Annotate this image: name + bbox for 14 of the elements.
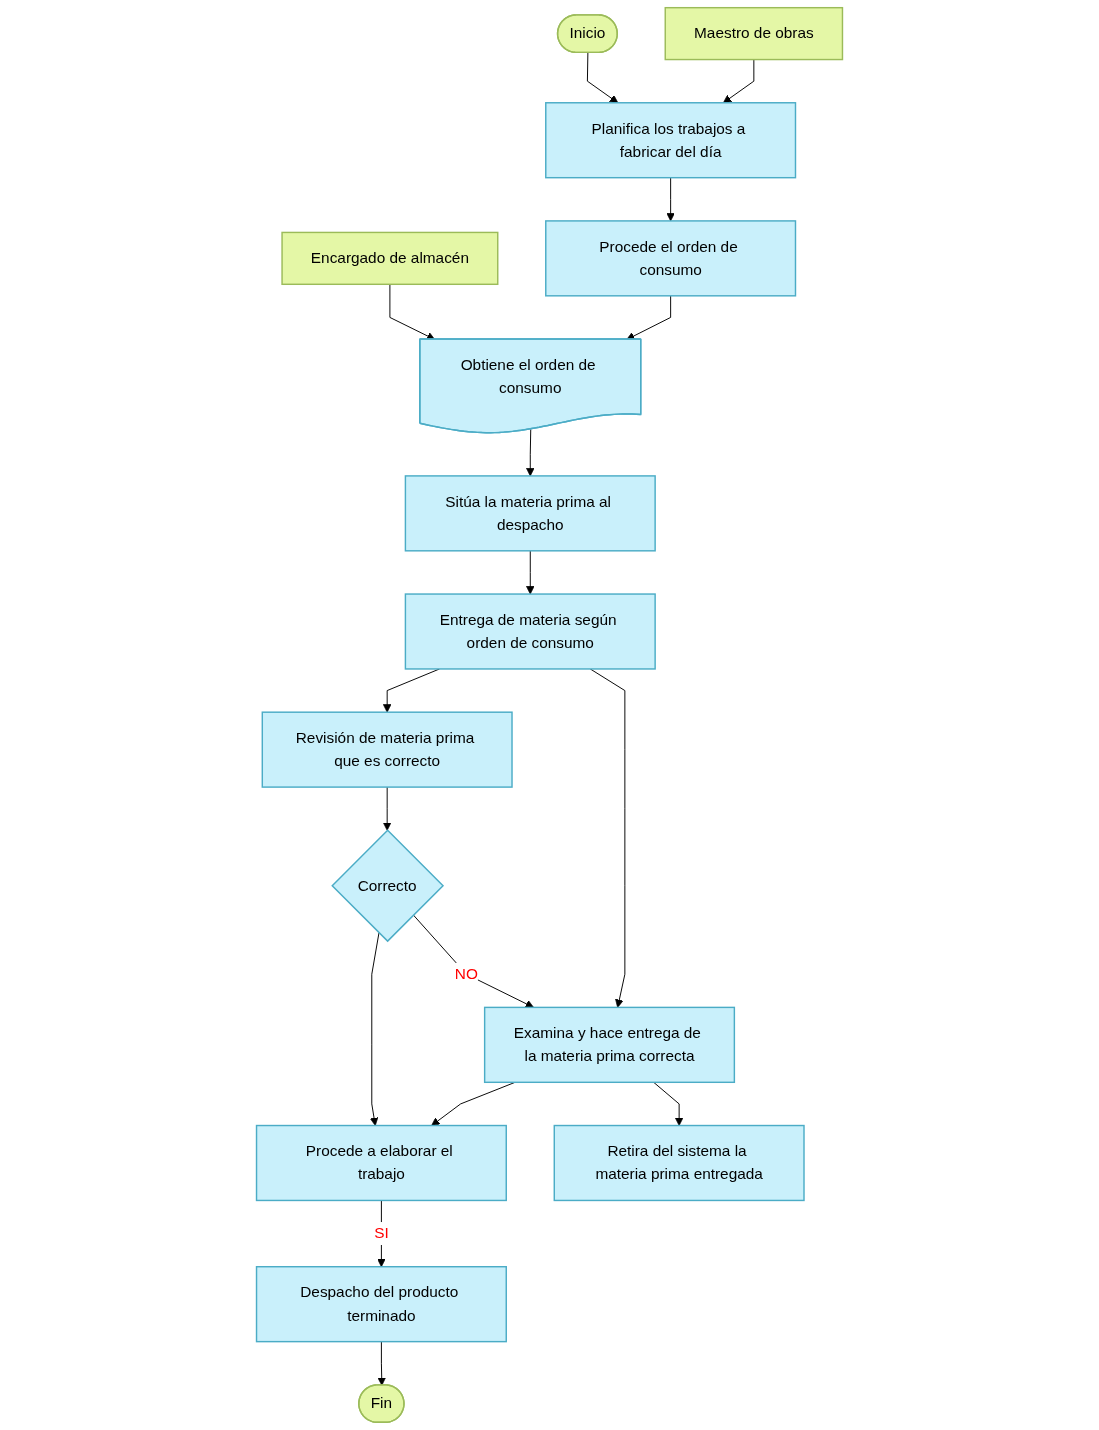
node-box: Procede a elaborar el trabajo	[255, 1124, 507, 1202]
node-box: Examina y hace entrega de la materia prima correcta	[483, 1006, 736, 1084]
node-box: Maestro de obras	[664, 6, 844, 61]
node-diamond: Correcto	[331, 829, 445, 943]
edge-label: NO	[454, 965, 478, 982]
node-box: Retira del sistema la materia prima entregada	[553, 1124, 805, 1202]
edge-label: SI	[374, 1224, 389, 1242]
node-box: Despacho del producto terminado	[255, 1266, 507, 1343]
node-box: Revisión de materia prima que es correcto	[261, 711, 513, 788]
node-box: Encargado de almacén	[281, 231, 499, 286]
node-box: Sitúa la materia prima al despacho	[404, 475, 656, 552]
node-box: Procede el orden de consumo	[545, 220, 797, 297]
node-box: Entrega de materia según orden de consumo	[404, 593, 656, 670]
node-box: Planifica los trabajos a fabricar del día	[545, 102, 797, 179]
